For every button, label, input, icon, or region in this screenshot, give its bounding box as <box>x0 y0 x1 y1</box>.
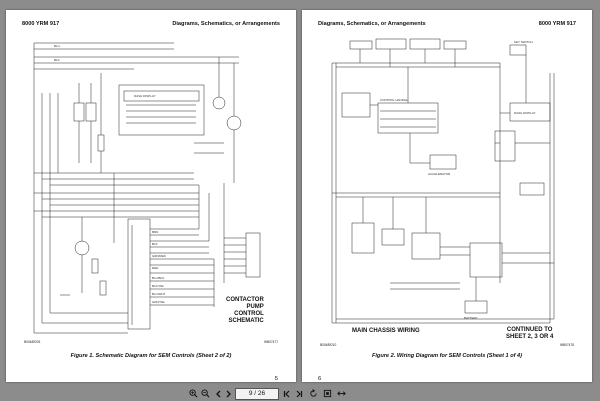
viewer-toolbar: 9 / 26 <box>188 386 412 401</box>
pdf-page-left: 8000 YRM 917 Diagrams, Schematics, or Ar… <box>6 10 296 382</box>
contactor-pump-control-title: CONTACTOR PUMP CONTROL SCHEMATIC <box>226 297 264 324</box>
left-figure-caption: Figure 1. Schematic Diagram for SEM Cont… <box>70 353 232 359</box>
zoom-out-icon[interactable] <box>200 388 210 399</box>
wire-label: BLU/BLK <box>152 276 164 280</box>
last-page-icon[interactable] <box>294 388 303 399</box>
previous-page-icon[interactable] <box>214 388 222 399</box>
wire-label: GRN/YEL <box>152 300 166 304</box>
wiring-diagram: KEY SWITCH DASH DISPLAY CONTROL HANDLE A… <box>331 38 555 324</box>
fit-width-icon[interactable] <box>336 388 346 399</box>
wire-label: BLU/WHT <box>152 292 166 296</box>
wire-label: RED <box>152 266 159 270</box>
right-page-number: 6 <box>318 376 322 382</box>
right-drawing-ref: WB07478 <box>560 343 574 347</box>
wire-label: BRN <box>152 230 158 234</box>
left-page-number: 5 <box>274 376 278 382</box>
pdf-page-right: Diagrams, Schematics, or Arrangements 80… <box>302 10 592 382</box>
accelerator-label: ACCELERATOR <box>428 172 451 176</box>
zoom-in-icon[interactable] <box>188 388 198 399</box>
dash-display-label: DASH DISPLAY <box>134 94 156 98</box>
left-drawing-ref: WB07477 <box>264 340 278 344</box>
left-header-section-title: Diagrams, Schematics, or Arrangements <box>172 21 280 27</box>
wire-label: BLK/YEL <box>152 284 165 288</box>
continued-to-sheet-label: CONTINUED TO SHEET 2, 3 OR 4 <box>506 327 554 340</box>
wire-label: BLU <box>54 44 60 48</box>
right-figure-caption: Figure 2. Wiring Diagram for SEM Control… <box>371 353 523 359</box>
dash-display-label: DASH DISPLAY <box>514 111 536 115</box>
wire-label: BLK <box>152 242 158 246</box>
fit-page-icon[interactable] <box>322 388 332 399</box>
right-header-doc-number: 8000 YRM 917 <box>538 21 576 27</box>
first-page-icon[interactable] <box>282 388 291 399</box>
wire-label: BLK <box>54 58 60 62</box>
next-page-icon[interactable] <box>224 388 232 399</box>
battery-label: BATTERY <box>464 316 478 320</box>
left-header-doc-number: 8000 YRM 917 <box>22 21 60 27</box>
key-switch-label: KEY SWITCH <box>514 40 533 44</box>
rotate-icon[interactable] <box>308 388 318 399</box>
left-drawing-code: B00489203 <box>24 340 41 344</box>
main-chassis-wiring-label: MAIN CHASSIS WIRING <box>352 328 420 334</box>
wire-label: GRN/RED <box>152 254 167 258</box>
right-drawing-code: B00489210 <box>320 343 337 347</box>
schematic-diagram: DASH DISPLAY BRN BLK GRN/RED RED BLU/BLK… <box>33 42 261 334</box>
control-handle-label: CONTROL HANDLE <box>380 98 408 102</box>
page-number-input[interactable]: 9 / 26 <box>235 388 279 400</box>
right-header-section-title: Diagrams, Schematics, or Arrangements <box>318 21 426 27</box>
